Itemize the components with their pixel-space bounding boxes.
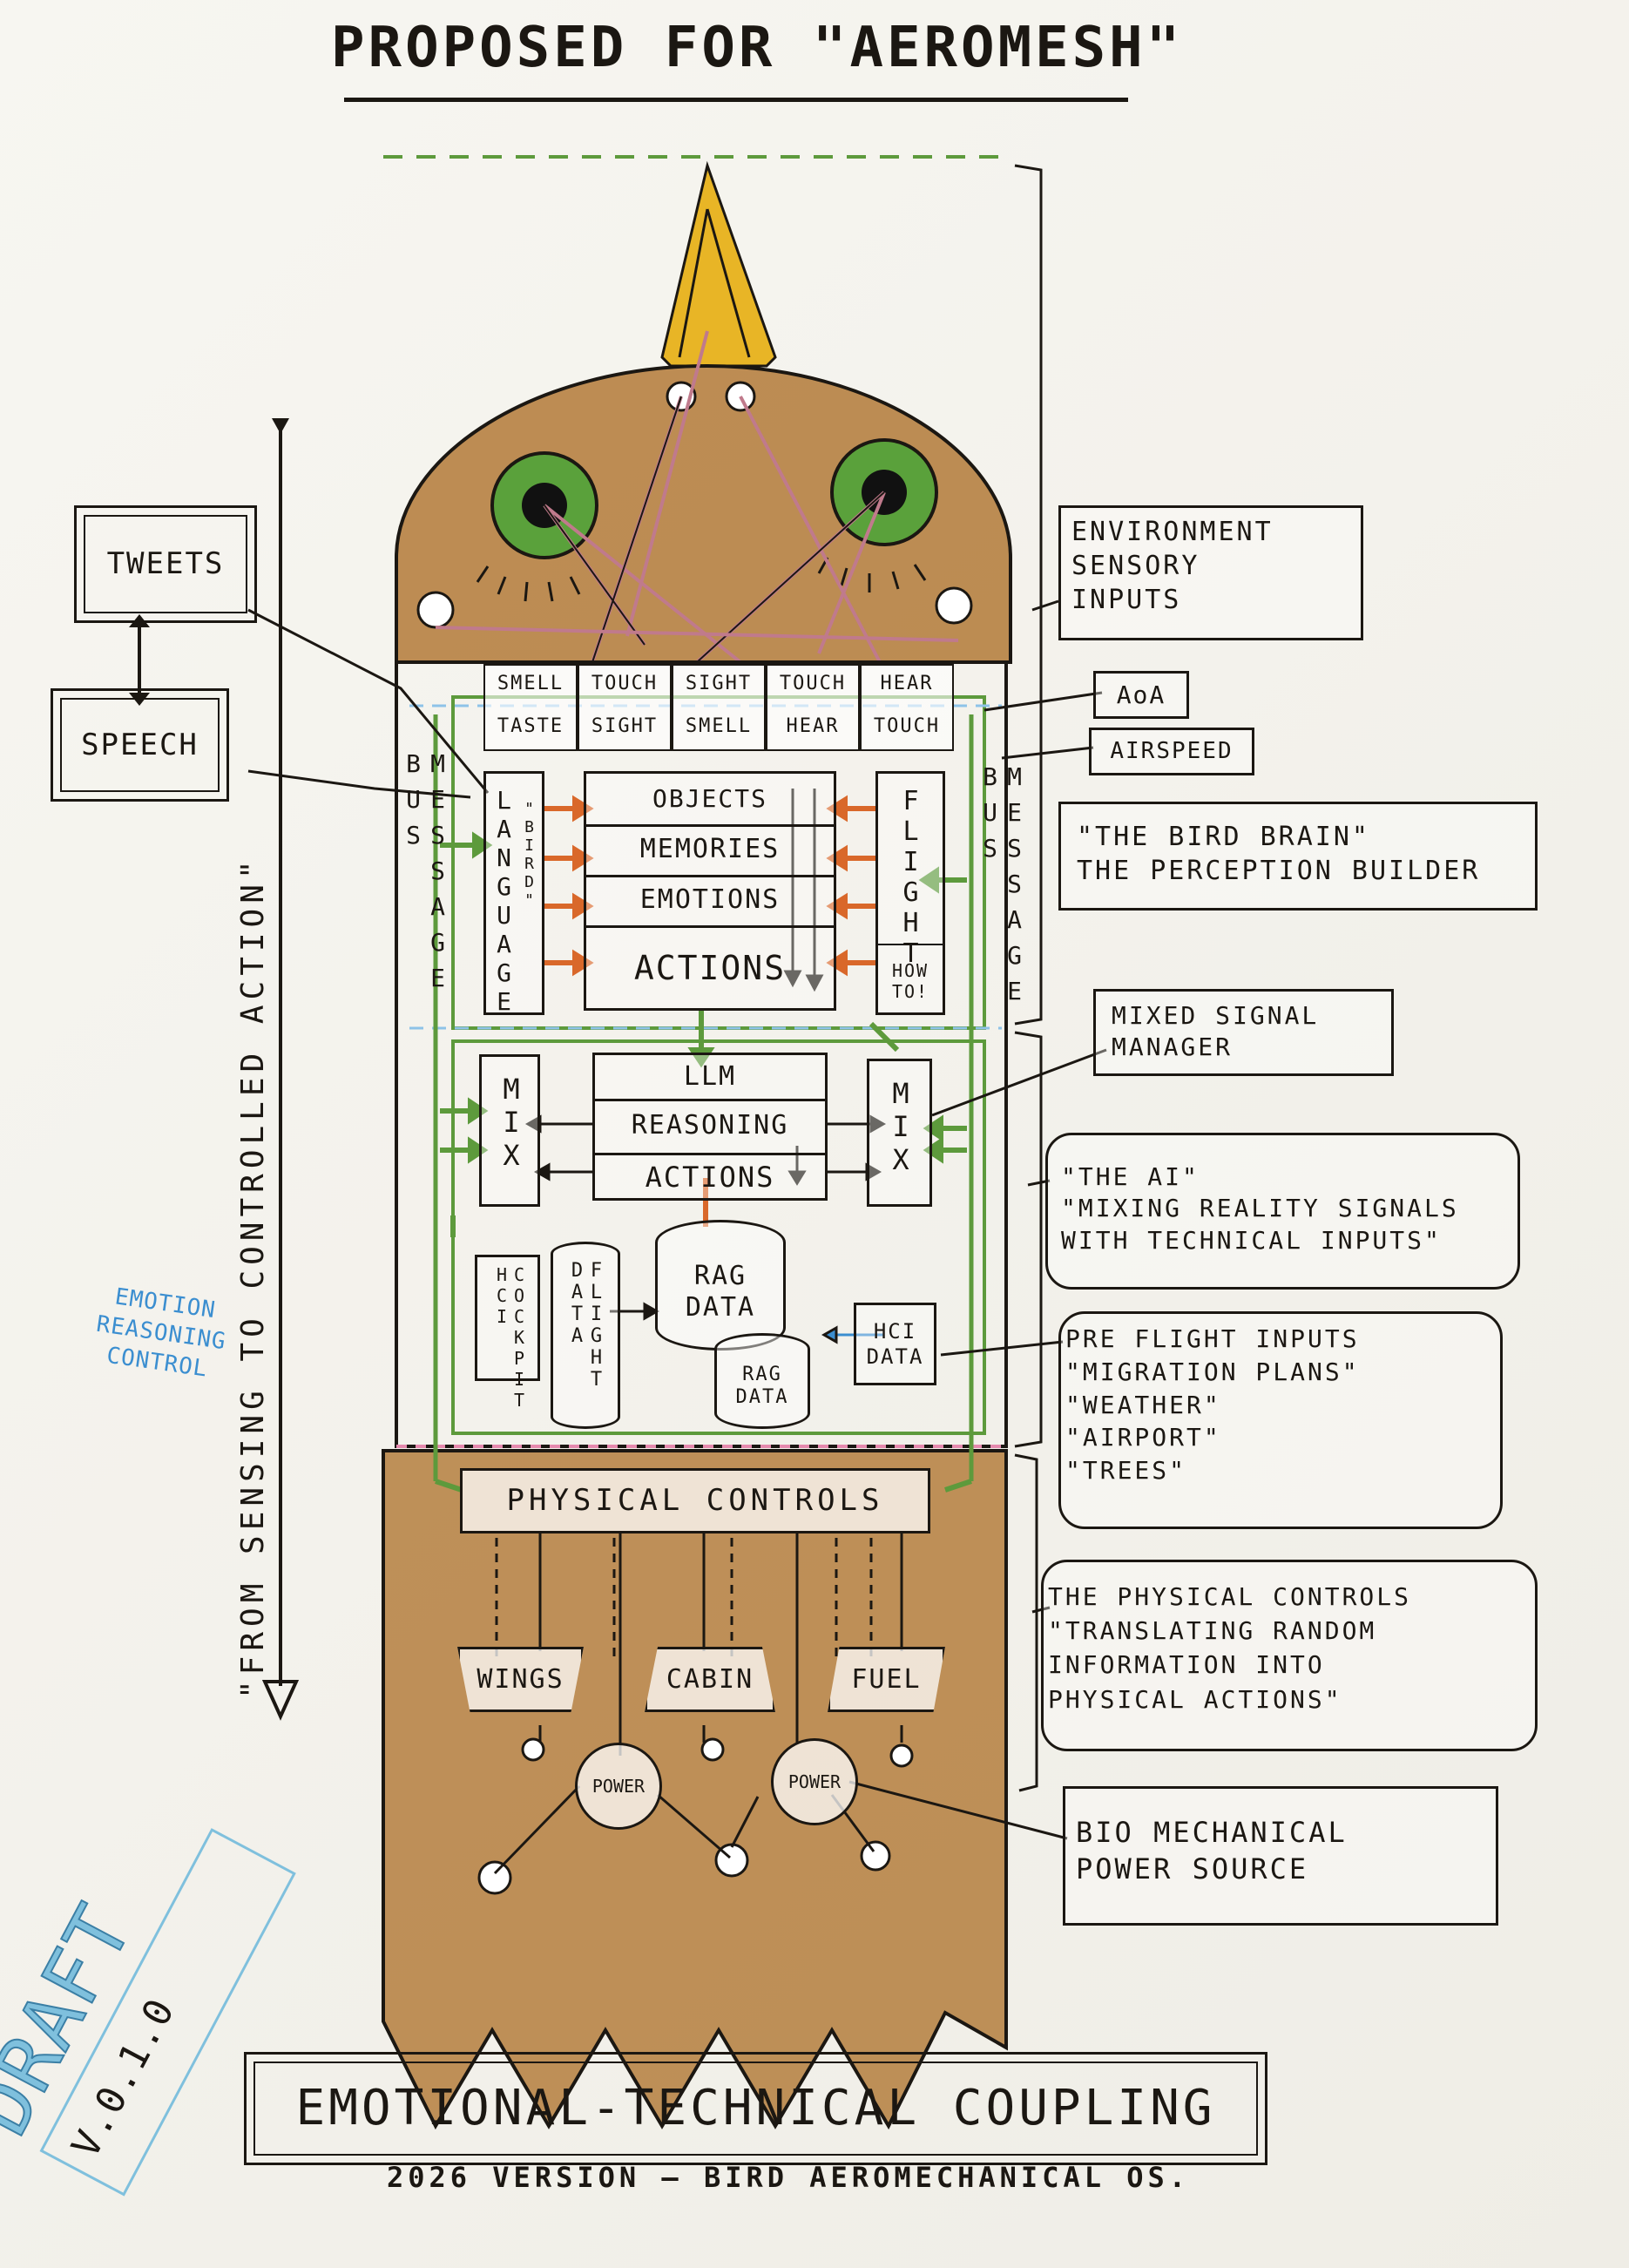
tweets-box: TWEETS <box>74 505 257 623</box>
llm-row-actions: ACTIONS <box>645 1160 775 1194</box>
bird-brain-box: "THE BIRD BRAIN" THE PERCEPTION BUILDER <box>1058 802 1538 911</box>
lower-body-wash <box>382 1449 1008 2130</box>
footer-box: EMOTIONAL-TECHNICAL COUPLING <box>244 2052 1267 2165</box>
brain-row-memories: MEMORIES <box>586 824 834 877</box>
actuator-wings: WINGS <box>457 1647 584 1712</box>
physical-controls-bar: PHYSICAL CONTROLS <box>460 1468 930 1533</box>
pre-flight-note: PRE FLIGHT INPUTS "MIGRATION PLANS" "WEA… <box>1065 1324 1360 1486</box>
brain-row-emotions: EMOTIONS <box>586 875 834 928</box>
mix-right-label: MIX <box>884 1077 917 1176</box>
bird-label: "BIRD" <box>520 800 538 910</box>
physical-controls-note: THE PHYSICAL CONTROLS "TRANSLATING RANDO… <box>1048 1582 1412 1714</box>
flight-data-cylinder: FLIGHT DATA <box>551 1242 620 1429</box>
perception-stack: OBJECTS MEMORIES EMOTIONS ACTIONS <box>584 771 836 1011</box>
hci-data-box: HCI DATA <box>854 1303 936 1385</box>
sensing-to-action-label: "FROM SENSING TO CONTROLLED ACTION" <box>235 855 271 1699</box>
page-title: PROPOSED FOR "AEROMESH" <box>331 16 1184 80</box>
rag-data-small-cylinder: RAG DATA <box>714 1333 810 1429</box>
airspeed-label: AIRSPEED <box>1110 737 1234 764</box>
body-outline <box>395 660 1008 1448</box>
bio-power-note: BIO MECHANICAL POWER SOURCE <box>1076 1816 1348 1885</box>
power-node-left-label: POWER <box>591 1776 646 1797</box>
actuator-cabin: CABIN <box>645 1647 775 1712</box>
language-box: LANGUAGE "BIRD" <box>483 771 544 1016</box>
brain-row-objects: OBJECTS <box>586 774 834 827</box>
footer-subtitle: 2026 VERSION — BIRD AEROMECHANICAL OS. <box>386 2161 1191 2194</box>
bio-power-box: BIO MECHANICAL POWER SOURCE <box>1063 1786 1498 1926</box>
llm-row-reasoning: REASONING <box>595 1099 825 1155</box>
tweets-label: TWEETS <box>106 546 225 582</box>
environment-note-box: ENVIRONMENT SENSORY INPUTS <box>1058 505 1363 640</box>
mixed-signal-note: MIXED SIGNAL MANAGER <box>1112 1001 1320 1062</box>
mixed-signal-box: MIXED SIGNAL MANAGER <box>1093 989 1394 1076</box>
power-node-right: POWER <box>771 1738 858 1825</box>
bird-brain-note: "THE BIRD BRAIN" THE PERCEPTION BUILDER <box>1077 822 1481 886</box>
rag-data-main-label: RAG DATA <box>685 1261 756 1323</box>
llm-stack: LLM REASONING ACTIONS <box>592 1053 828 1201</box>
beak-shape <box>660 160 777 368</box>
title-underline <box>344 98 1128 102</box>
how-to-label: HOW TO! <box>878 944 943 1017</box>
actuator-fuel: FUEL <box>828 1647 945 1712</box>
power-node-right-label: POWER <box>787 1771 842 1792</box>
footer-title: EMOTIONAL-TECHNICAL COUPLING <box>295 2080 1216 2137</box>
mix-right-box: MIX <box>867 1059 932 1207</box>
language-label: LANGUAGE <box>490 786 518 1016</box>
cockpit-hci-label: COCKPIT HCI <box>491 1264 530 1411</box>
speech-label: SPEECH <box>81 727 199 762</box>
the-ai-box: "THE AI" "MIXING REALITY SIGNALS WITH TE… <box>1045 1133 1520 1290</box>
flight-box: FLIGHT HOW TO! <box>875 771 945 1015</box>
actuator-cabin-label: CABIN <box>666 1663 754 1695</box>
speech-box: SPEECH <box>51 688 229 802</box>
flight-label: FLIGHT <box>896 786 926 969</box>
flight-data-label: FLIGHT DATA <box>566 1260 607 1391</box>
message-bus-right: MESSAGE BUS <box>976 762 1029 1012</box>
actuator-fuel-label: FUEL <box>851 1663 922 1695</box>
mix-left-box: MIX <box>479 1054 540 1207</box>
actuator-wings-label: WINGS <box>477 1663 564 1695</box>
aoa-box: AoA <box>1093 671 1189 719</box>
mix-left-label: MIX <box>495 1073 528 1172</box>
pre-flight-box: PRE FLIGHT INPUTS "MIGRATION PLANS" "WEA… <box>1058 1311 1503 1529</box>
the-ai-note: "THE AI" "MIXING REALITY SIGNALS WITH TE… <box>1061 1162 1459 1255</box>
rag-data-small-label: RAG DATA <box>735 1363 789 1408</box>
message-bus-left: MESSAGE BUS <box>399 749 452 999</box>
physical-controls-bar-label: PHYSICAL CONTROLS <box>506 1483 884 1519</box>
airspeed-box: AIRSPEED <box>1089 728 1254 775</box>
power-node-left: POWER <box>575 1743 662 1830</box>
brain-row-actions: ACTIONS <box>633 949 787 988</box>
physical-controls-box: THE PHYSICAL CONTROLS "TRANSLATING RANDO… <box>1041 1560 1538 1751</box>
cockpit-hci-box: COCKPIT HCI <box>475 1255 540 1411</box>
aoa-label: AoA <box>1116 680 1166 709</box>
rag-data-main-cylinder: RAG DATA <box>655 1220 786 1351</box>
hci-data-label: HCI DATA <box>866 1318 924 1369</box>
environment-note: ENVIRONMENT SENSORY INPUTS <box>1071 517 1274 615</box>
llm-row-llm: LLM <box>595 1055 825 1101</box>
